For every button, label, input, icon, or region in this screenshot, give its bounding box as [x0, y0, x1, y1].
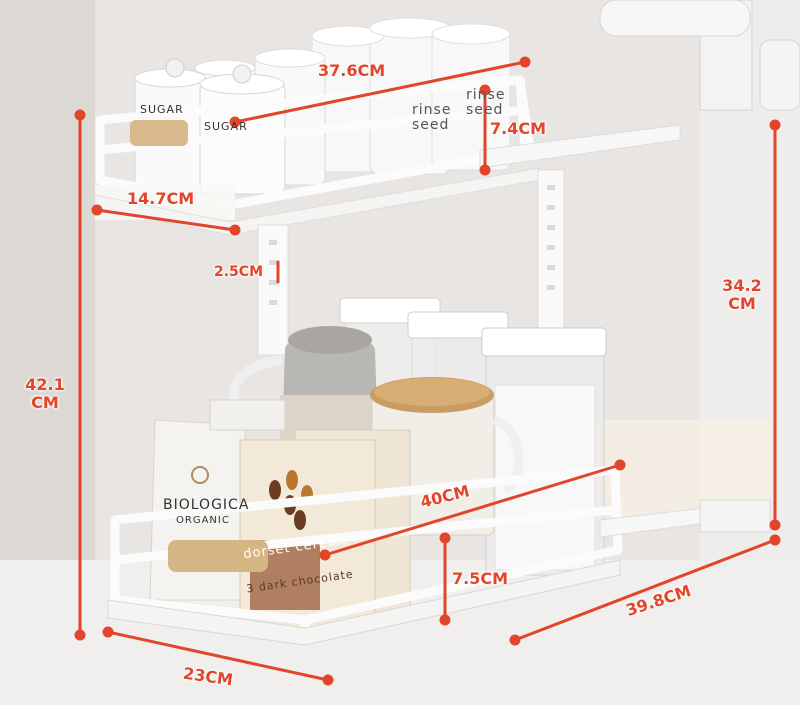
jar-label-rinse-seed: rinse seed: [412, 102, 452, 133]
bottom-shelf-tray: [107, 559, 621, 646]
dim-total-height: 42.1 CM: [20, 376, 70, 412]
pipe-horizontal: [599, 0, 751, 37]
dimension-lines: [74, 56, 781, 686]
dim-top-rail-height: 7.4CM: [490, 119, 547, 138]
jar-label-sugar-2: SUGAR: [204, 120, 248, 133]
wood-handle-bottom: [168, 540, 268, 572]
dim-right-height: 34.2 CM: [712, 277, 772, 313]
slide-rail-top: [479, 124, 681, 169]
slide-rail-end: [699, 499, 771, 533]
dim-top-width: 14.7CM: [127, 189, 195, 208]
dim-right-height-unit: CM: [728, 294, 756, 313]
wood-handle-top: [130, 120, 188, 146]
pipe-right: [759, 39, 800, 111]
dim-top-length: 37.6CM: [318, 61, 386, 80]
dim-shelf-gap: 2.5CM: [214, 264, 264, 280]
dim-total-height-value: 42.1: [25, 375, 65, 394]
left-post: [257, 224, 289, 356]
cereal-boxes: [239, 429, 411, 631]
dim-right-height-value: 34.2: [722, 276, 762, 295]
bag-sub: ORGANIC: [176, 515, 230, 526]
kettle: [228, 326, 378, 450]
jar-label-rinse-seed-2: rinse seed: [466, 87, 506, 118]
post-holes: [269, 185, 555, 305]
jar-label-sugar: SUGAR: [140, 103, 184, 116]
dim-total-height-unit: CM: [31, 393, 59, 412]
bag-brand: BIOLOGICA: [163, 497, 250, 513]
top-jars: [134, 17, 511, 196]
dim-bottom-rail-height: 7.5CM: [452, 569, 509, 588]
